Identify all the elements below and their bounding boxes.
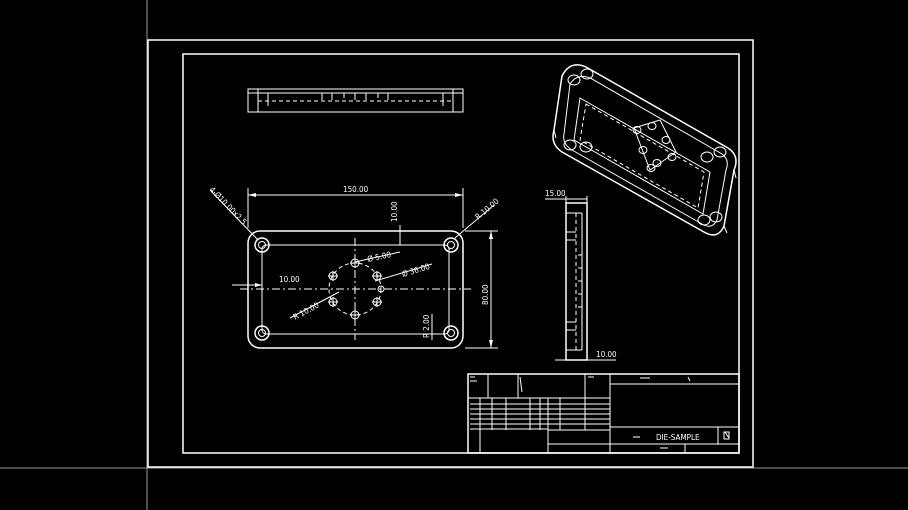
dim-edge-offset-label: 10.00 bbox=[390, 201, 399, 222]
top-view[interactable]: 150.00 80.00 10.00 10.00 R 10.00 bbox=[208, 184, 501, 349]
pattern-holes bbox=[328, 258, 385, 320]
dim-left-offset-label: 10.00 bbox=[279, 275, 300, 284]
dim-thickness: 15.00 bbox=[545, 189, 588, 203]
drawing-name-label: DIE-SAMPLE bbox=[656, 433, 700, 442]
fillet-radius-callout: R 2.00 bbox=[422, 314, 433, 340]
holes-callout: 4-Ø10.00x2.5 bbox=[208, 184, 259, 241]
dim-bottom-label: 10.00 bbox=[596, 350, 617, 359]
isometric-view[interactable] bbox=[552, 64, 737, 236]
dim-height-label: 80.00 bbox=[481, 284, 490, 305]
bolt-circle-label: Ø 36.00 bbox=[401, 261, 432, 279]
side-view[interactable]: 15.00 10.00 bbox=[545, 189, 617, 361]
dim-bottom: 10.00 bbox=[555, 350, 617, 361]
dim-left-offset: 10.00 bbox=[232, 275, 300, 287]
corner-radius-label: R 10.00 bbox=[474, 196, 501, 221]
iso-pattern-holes bbox=[632, 119, 677, 172]
center-hole-callout: Ø 5.00 bbox=[354, 249, 401, 264]
dim-edge-offset: 10.00 bbox=[390, 201, 401, 245]
iso-corner-holes bbox=[563, 68, 727, 226]
fillet-radius-label: R 2.00 bbox=[422, 314, 431, 338]
dim-width-label: 150.00 bbox=[343, 185, 369, 194]
center-hole-label: Ø 5.00 bbox=[366, 249, 392, 264]
dim-height: 80.00 bbox=[465, 230, 498, 349]
title-block[interactable]: DIE-SAMPLE bbox=[467, 373, 740, 454]
dim-thickness-label: 15.00 bbox=[545, 189, 566, 198]
holes-callout-label: 4-Ø10.00x2.5 bbox=[208, 184, 249, 226]
corner-radius-callout: R 10.00 bbox=[454, 196, 501, 239]
pattern-radius-callout: R 10.00 bbox=[289, 291, 340, 322]
dim-width: 150.00 bbox=[247, 185, 464, 228]
bolt-circle-callout: Ø 36.00 bbox=[374, 261, 433, 282]
sheet-outer-border bbox=[147, 39, 754, 468]
corner-holes bbox=[254, 237, 459, 341]
front-view[interactable] bbox=[247, 88, 464, 113]
pattern-radius-label: R 10.00 bbox=[292, 301, 321, 322]
sheet-inner-border bbox=[182, 53, 740, 454]
